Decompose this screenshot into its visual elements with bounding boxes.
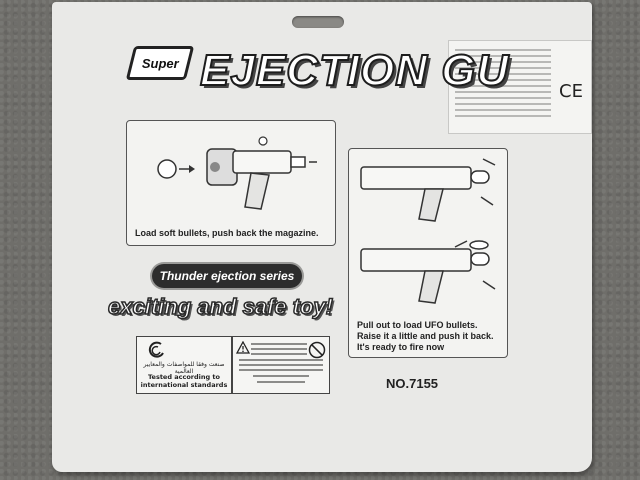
warning-text-line [251,353,307,355]
no-small-parts-icon [308,341,326,359]
cert-swirl-icon [148,341,164,358]
sticker-text-line [455,85,551,87]
sticker-text-line [455,55,551,57]
warning-text-line [251,343,307,345]
logo-title: EJECTION GU [199,45,510,96]
warning-text-line [253,375,309,377]
warning-text-line [239,364,323,366]
warning-triangle-icon [236,341,250,354]
sticker-text-line [455,79,551,81]
sticker-text-line [455,61,551,63]
certification-box: صنعت وفقا للمواصفات والمعايير العالمية T… [136,336,232,394]
sticker-text-line [455,67,551,69]
product-sticker: CE [448,40,592,134]
sticker-text-line [455,103,551,105]
model-number: NO.7155 [386,376,439,391]
certification-tested-text: Tested according to international standa… [140,373,228,389]
toy-gun-illustration [157,136,317,210]
instruction-step2-line: It's ready to fire now [357,342,445,352]
sticker-text-line [455,73,551,75]
sticker-text-line [455,115,551,117]
sticker-text-line [455,91,551,93]
warning-text-line [251,348,307,350]
hang-hole [292,16,344,28]
instruction-panel-ufo: Pull out to load UFO bullets. Raise it a… [348,148,508,358]
packaging-card: CE Super EJECTION GU Load soft bullets, … [52,2,592,472]
toy-gun-illustration-bottom [360,240,496,304]
age-warning-box [232,336,330,394]
logo-super-text: Super [141,55,179,71]
sticker-text-line [455,49,551,51]
sticker-text-line [455,109,551,111]
instruction-step2: Pull out to load UFO bullets. Raise it a… [357,320,494,353]
instruction-panel-load: Load soft bullets, push back the magazin… [126,120,336,246]
certification-arabic-text: صنعت وفقا للمواصفات والمعايير العالمية [143,361,225,375]
warning-text-line [239,369,323,371]
series-badge: Thunder ejection series [152,264,302,288]
ce-mark-icon: CE [559,81,583,102]
instruction-step2-line: Pull out to load UFO bullets. [357,320,478,330]
logo-super-badge: Super [125,46,195,80]
instruction-step2-line: Raise it a little and push it back. [357,331,494,341]
sticker-text-line [455,97,551,99]
instruction-step1: Load soft bullets, push back the magazin… [135,228,319,238]
slogan: exciting and safe toy! [107,293,333,320]
warning-text-line [239,359,323,361]
toy-gun-illustration-top [360,158,496,222]
series-badge-text: Thunder ejection series [159,269,295,283]
warning-text-line [257,381,305,383]
